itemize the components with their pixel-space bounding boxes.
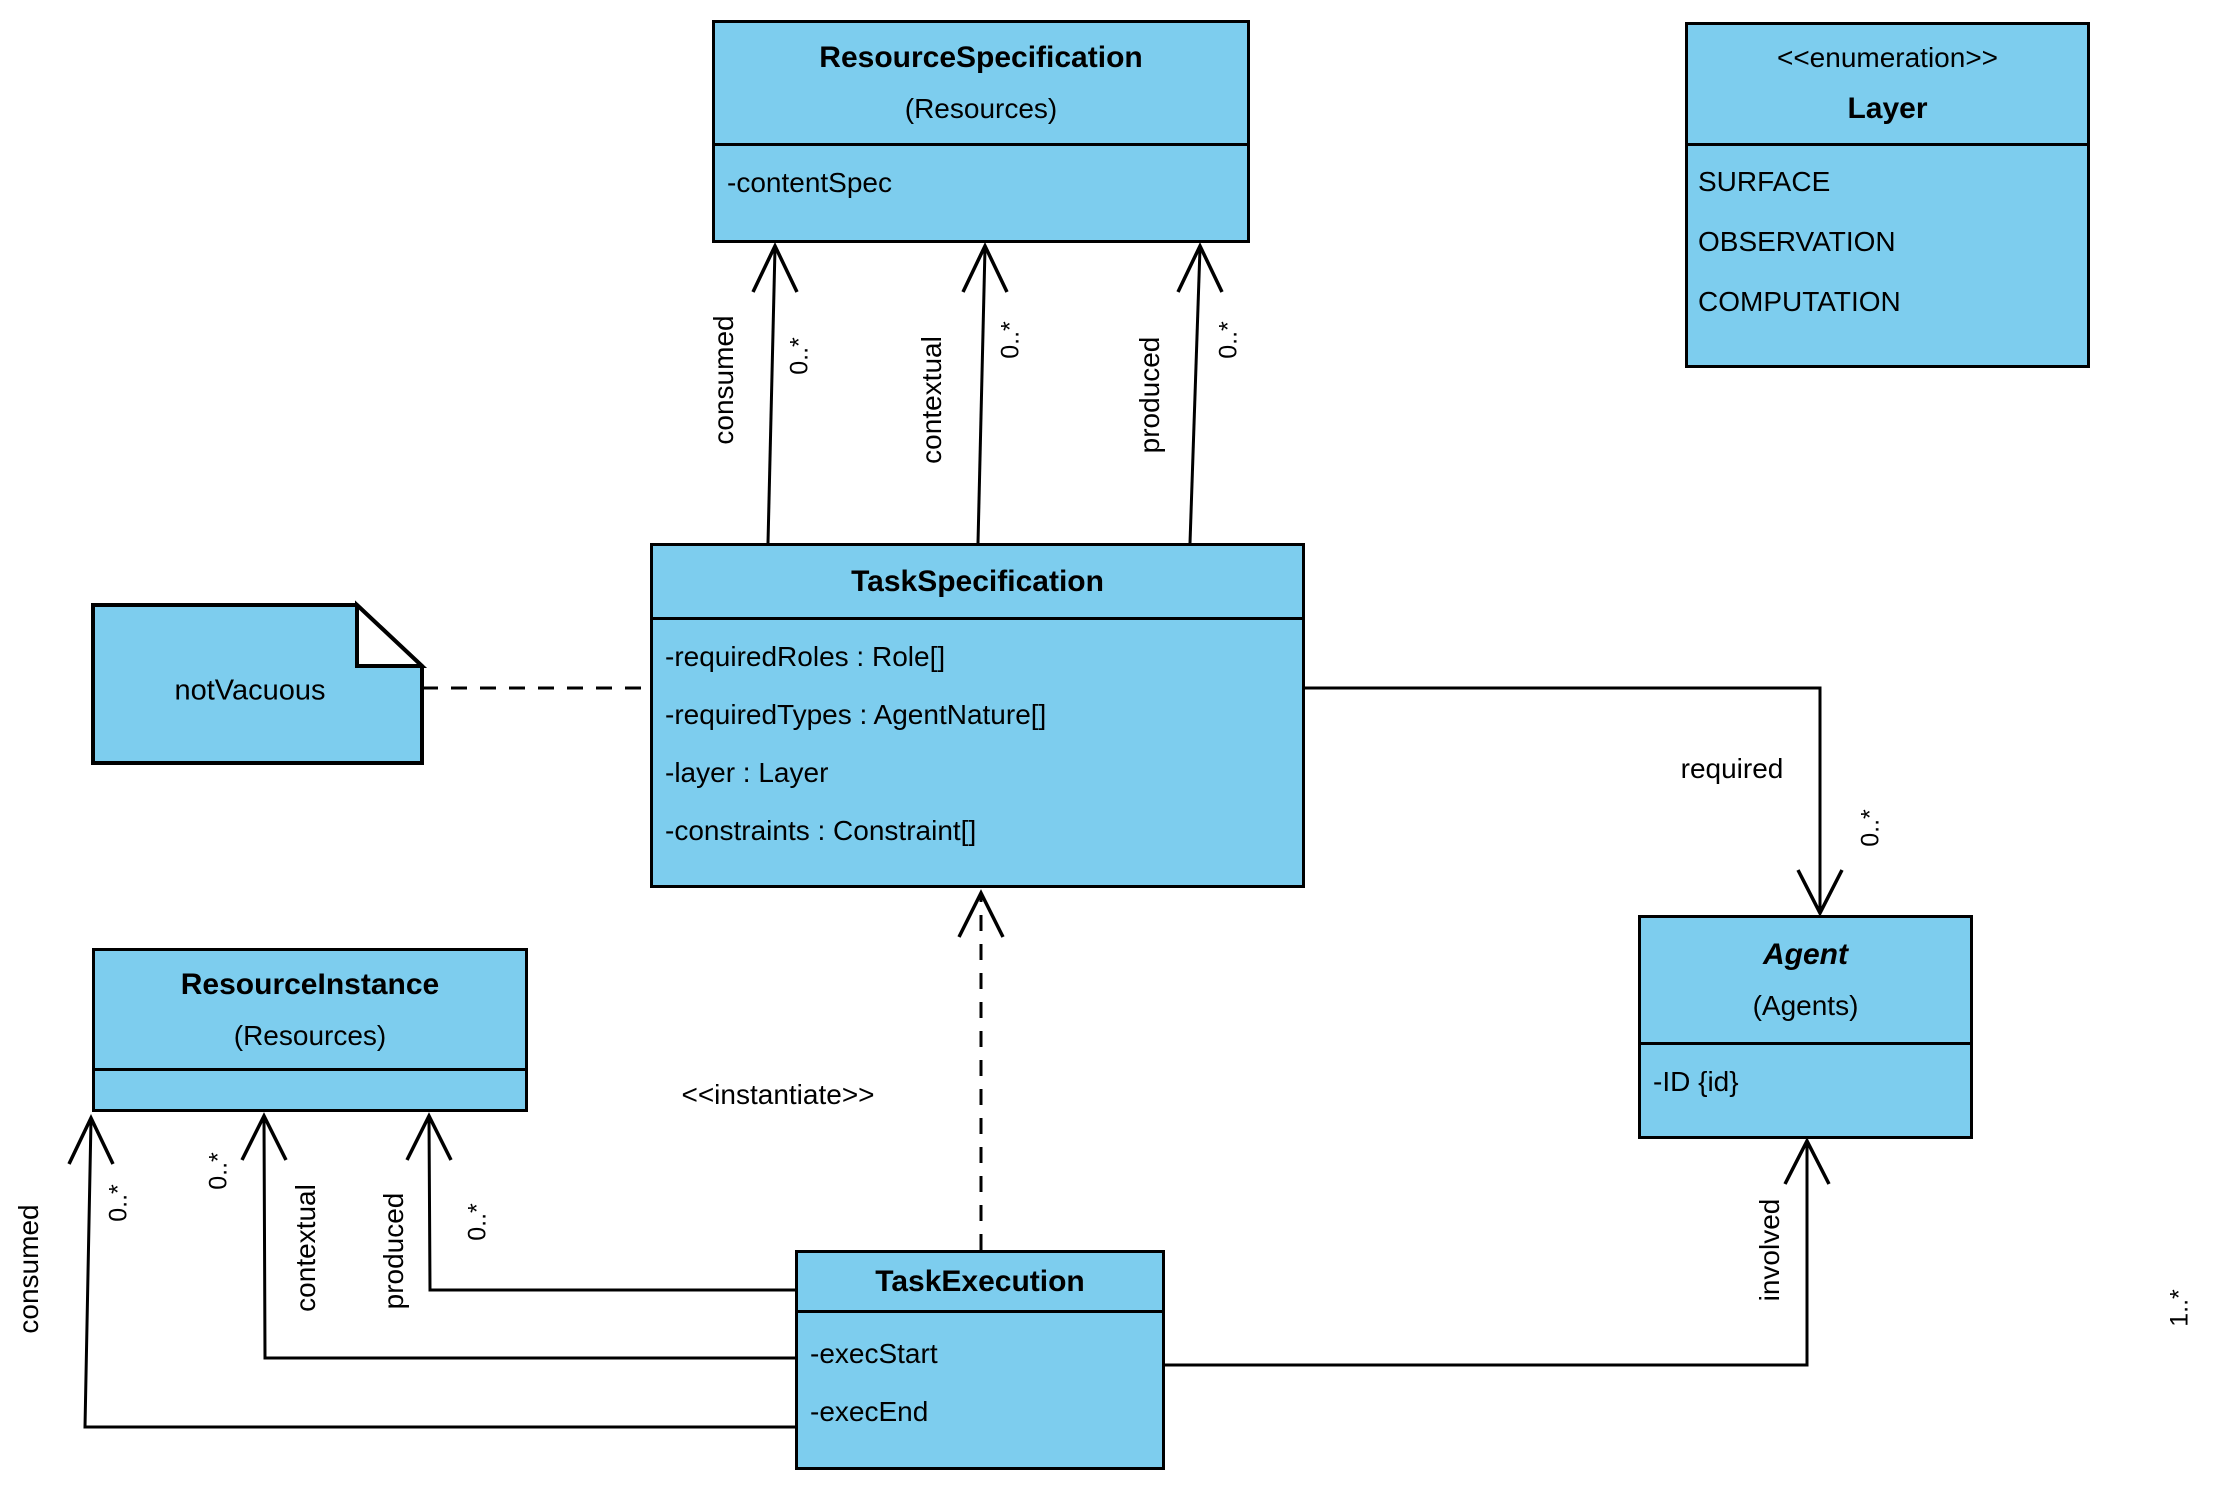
class-attributes-compartment: -contentSpec: [715, 146, 1247, 240]
association-label-required: required: [1680, 753, 1784, 784]
class-attributes-compartment: -execStart -execEnd: [798, 1313, 1162, 1467]
class-package: (Agents): [1752, 990, 1859, 1021]
class-resource-specification: ResourceSpecification (Resources) -conte…: [712, 20, 1250, 243]
dependency-label-instantiate: <<instantiate>>: [681, 1079, 875, 1110]
association-taskexec-consumed-resourceinst: [67, 1113, 795, 1429]
multiplicity-consumed-top: 0..*: [785, 337, 814, 375]
association-taskexec-contextual-resourceinst: [240, 1112, 795, 1360]
association-taskspec-produced-resourcespec: [1176, 241, 1224, 544]
class-attributes-compartment-empty: [95, 1071, 525, 1109]
class-title-compartment: TaskSpecification: [653, 546, 1302, 620]
association-label-consumed-bottom: consumed: [13, 1204, 44, 1334]
attribute: -execEnd: [810, 1396, 929, 1427]
association-label-contextual-bottom: contextual: [290, 1184, 321, 1312]
class-package: (Resources): [904, 93, 1058, 124]
enum-literal: OBSERVATION: [1698, 226, 1896, 257]
association-taskspec-consumed-resourcespec: [751, 241, 799, 544]
note-text: notVacuous: [174, 674, 326, 707]
attribute: -constraints : Constraint[]: [665, 815, 977, 846]
class-title-compartment: Agent (Agents): [1641, 918, 1970, 1045]
class-title-compartment: TaskExecution: [798, 1253, 1162, 1313]
association-taskspec-required-agent: [1305, 686, 1844, 917]
class-attributes-compartment: -ID {id}: [1641, 1045, 1970, 1136]
multiplicity-produced-bottom: 0..*: [463, 1203, 492, 1241]
association-taskspec-contextual-resourcespec: [961, 241, 1009, 544]
association-label-consumed-top: consumed: [708, 315, 739, 445]
association-label-produced-top: produced: [1134, 336, 1165, 454]
multiplicity-contextual-top: 0..*: [996, 321, 1025, 359]
attribute: -ID {id}: [1653, 1066, 1739, 1097]
class-task-specification: TaskSpecification -requiredRoles : Role[…: [650, 543, 1305, 888]
class-name: Agent: [1763, 938, 1848, 971]
multiplicity-consumed-bottom: 0..*: [104, 1184, 133, 1222]
multiplicity-required: 0..*: [1856, 809, 1885, 847]
class-package: (Resources): [233, 1019, 387, 1051]
dependency-taskexec-instantiate-taskspec: [957, 889, 1005, 1250]
class-task-execution: TaskExecution -execStart -execEnd: [795, 1250, 1165, 1470]
attribute: -requiredRoles : Role[]: [665, 641, 946, 672]
multiplicity-contextual-bottom: 0..*: [204, 1152, 233, 1190]
enum-name: Layer: [1847, 92, 1928, 125]
attribute: -contentSpec: [727, 167, 892, 198]
attribute: -requiredTypes : AgentNature[]: [665, 699, 1047, 730]
association-label-contextual-top: contextual: [916, 336, 947, 464]
class-name: ResourceInstance: [180, 967, 440, 1001]
class-attributes-compartment: -requiredRoles : Role[] -requiredTypes :…: [653, 620, 1302, 885]
class-name: TaskSpecification: [851, 564, 1104, 598]
class-resource-instance: ResourceInstance (Resources): [92, 948, 528, 1112]
enum-literals-compartment: SURFACE OBSERVATION COMPUTATION: [1688, 146, 2087, 365]
class-title-compartment: ResourceInstance (Resources): [95, 951, 525, 1071]
class-agent: Agent (Agents) -ID {id}: [1638, 915, 1973, 1139]
note-shape: [91, 600, 428, 765]
attribute: -execStart: [810, 1338, 938, 1369]
enum-literal: COMPUTATION: [1698, 286, 1901, 317]
class-name: ResourceSpecification: [819, 41, 1143, 74]
association-taskexec-involved-agent: [1165, 1137, 1831, 1367]
multiplicity-produced-top: 0..*: [1214, 321, 1243, 359]
association-label-involved: involved: [1754, 1198, 1785, 1302]
association-taskexec-produced-resourceinst: [405, 1112, 795, 1292]
enum-layer: <<enumeration>> Layer SURFACE OBSERVATIO…: [1685, 22, 2090, 368]
enum-stereotype: <<enumeration>>: [1776, 42, 1999, 73]
multiplicity-involved: 1..*: [2165, 1289, 2194, 1327]
association-label-produced-bottom: produced: [378, 1192, 409, 1310]
attribute: -layer : Layer: [665, 757, 829, 788]
enum-title-compartment: <<enumeration>> Layer: [1688, 25, 2087, 146]
class-name: TaskExecution: [875, 1264, 1085, 1298]
class-title-compartment: ResourceSpecification (Resources): [715, 23, 1247, 146]
enum-literal: SURFACE: [1698, 166, 1831, 197]
